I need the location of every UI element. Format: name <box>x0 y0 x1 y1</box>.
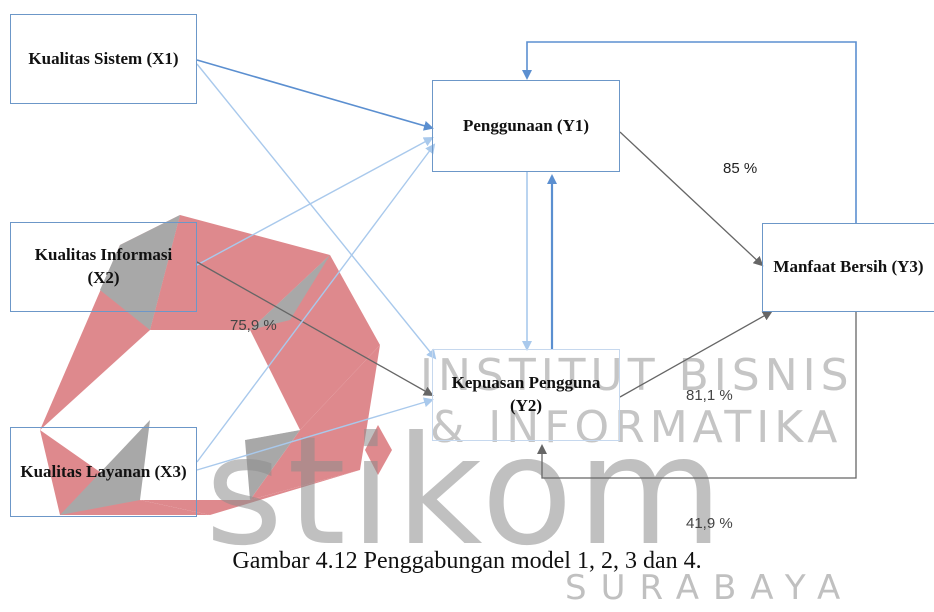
node-y1-label: Penggunaan (Y1) <box>463 115 589 138</box>
node-x1-label: Kualitas Sistem (X1) <box>28 48 178 71</box>
node-y1: Penggunaan (Y1) <box>432 80 620 172</box>
node-x2: Kualitas Informasi (X2) <box>10 222 197 312</box>
arrow-x2-y1 <box>197 138 432 265</box>
node-x3-label: Kualitas Layanan (X3) <box>20 461 186 484</box>
node-y2-label-line1: Kepuasan Pengguna <box>452 372 601 395</box>
node-y3-label: Manfaat Bersih (Y3) <box>773 256 923 279</box>
arrow-x1-y2 <box>197 64 435 358</box>
arrow-y1-y3 <box>620 132 762 265</box>
watermark-surabaya: SURABAYA <box>565 568 854 608</box>
arrow-y2-y3 <box>620 312 771 397</box>
node-x2-label-line2: (X2) <box>87 267 119 290</box>
node-y2-label-line2: (Y2) <box>510 395 542 418</box>
pct-y3-y2: 41,9 % <box>686 515 733 532</box>
arrow-x3-y2 <box>197 400 432 470</box>
node-x3: Kualitas Layanan (X3) <box>10 427 197 517</box>
node-x1: Kualitas Sistem (X1) <box>10 14 197 104</box>
node-y2: Kepuasan Pengguna (Y2) <box>432 349 620 441</box>
node-y3: Manfaat Bersih (Y3) <box>762 223 934 312</box>
pct-y1-y3: 85 % <box>723 160 757 177</box>
arrow-x3-y1 <box>197 145 434 462</box>
pct-y2-y3: 81,1 % <box>686 387 733 404</box>
node-x2-label-line1: Kualitas Informasi <box>35 244 172 267</box>
pct-x-y2: 75,9 % <box>230 317 277 334</box>
arrow-x1-y1 <box>197 60 432 128</box>
